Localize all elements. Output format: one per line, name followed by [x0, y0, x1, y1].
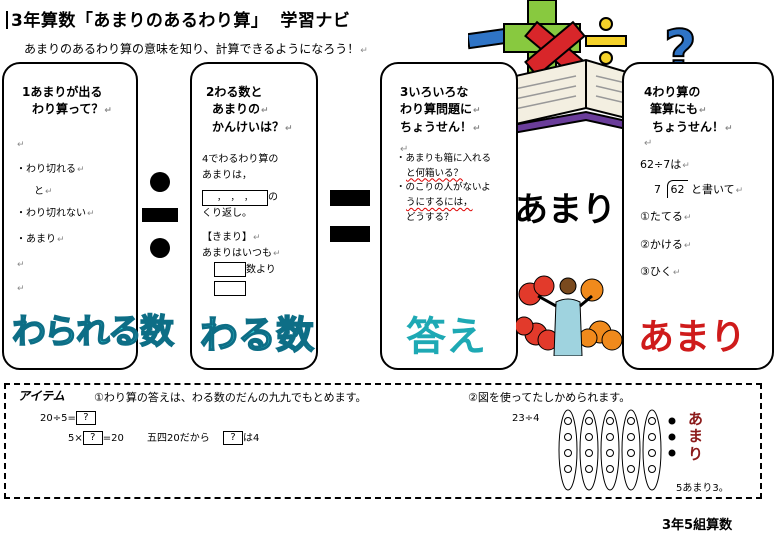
page-title: 3年算数「あまりのあるわり算」学習ナビ: [6, 6, 350, 31]
big-word-amari: あまり: [638, 317, 747, 358]
person-with-oranges-clipart: [516, 275, 623, 356]
equals-operator: [330, 190, 372, 246]
card-3-body: ・あまりも箱に入れる と何箱いる？ ・のこりの人がないよ うにするには， どうす…: [396, 153, 492, 223]
long-division-divisor: 7: [654, 182, 661, 196]
big-word-warareru: わられる数: [11, 311, 175, 353]
card-1-heading: 1あまりが出る わり算って？↵: [22, 85, 112, 117]
big-word-waru: わる数: [199, 312, 315, 358]
items-panel: アイテム ①わり算の答えは、わる数のだんの九九でもとめます。 ②図を使ってたしか…: [4, 383, 762, 499]
rule-blank-box-1: [214, 262, 246, 277]
amari-vertical-label: あ ま り: [688, 410, 704, 463]
card-1: 1あまりが出る わり算って？↵ ↵ ・わり切れる↵ と↵ ・わり切れない↵ ・あ…: [2, 62, 175, 370]
card-1-body: ↵: [17, 140, 25, 150]
title-navi: 学習ナビ: [280, 11, 351, 31]
rule-blank-box-2: [214, 280, 246, 296]
blank-remainders-box: ， ， ，: [202, 190, 268, 206]
items-tip-1: ①わり算の答えは、わる数のだんの九九でもとめます。: [94, 391, 367, 404]
divide-operator: [142, 172, 180, 264]
card-4-body: 62÷7は↵ 7 62 と書いて↵ ①たてる↵ ②かける↵ ③ひく↵: [640, 158, 744, 279]
grouping-diagram: [558, 409, 676, 491]
long-division-dividend: 62: [666, 179, 688, 199]
card-3-heading: 3いろいろな わり算問題に↵ ちょうせん！↵: [400, 85, 481, 134]
card-4: 4わり算の 筆算にも↵ ちょうせん！↵ ↵ 62÷7は↵ 7 62 と書いて↵ …: [622, 62, 774, 370]
card-3: 3いろいろな わり算問題に↵ ちょうせん！↵ ↵ ・あまりも箱に入れる と何箱い…: [380, 62, 518, 370]
items-eq-2: 5×?=20 五四20だから ?は4: [68, 431, 260, 445]
card-2: 2わる数と あまりの↵ かんけいは？↵ 4でわるわり算の あまりは， ， ， ，…: [190, 62, 318, 370]
footer-class-label: 3年5組算数: [662, 518, 733, 533]
card-2-body: 4でわるわり算の あまりは， ， ， ，の くり返し。 【きまり】↵ あまりはい…: [202, 152, 316, 297]
card-4-heading: 4わり算の 筆算にも↵ ちょうせん！↵: [644, 85, 733, 134]
amari-clipart-word: あまり: [514, 190, 616, 230]
items-tip-2: ②図を使ってたしかめられます。: [468, 391, 631, 404]
items-result: 5あまり3。: [676, 483, 729, 494]
big-word-kotae: 答え: [406, 314, 486, 360]
items-division-expr: 23÷4: [512, 413, 540, 424]
title-cursor-bar: [6, 11, 8, 29]
items-label: アイテム: [18, 389, 65, 403]
card-2-heading: 2わる数と あまりの↵ かんけいは？↵: [206, 85, 293, 134]
page-subtitle: あまりのあるわり算の意味を知り、計算できるようになろう！↵: [24, 42, 368, 56]
items-eq-1: 20÷5=?: [40, 411, 96, 425]
